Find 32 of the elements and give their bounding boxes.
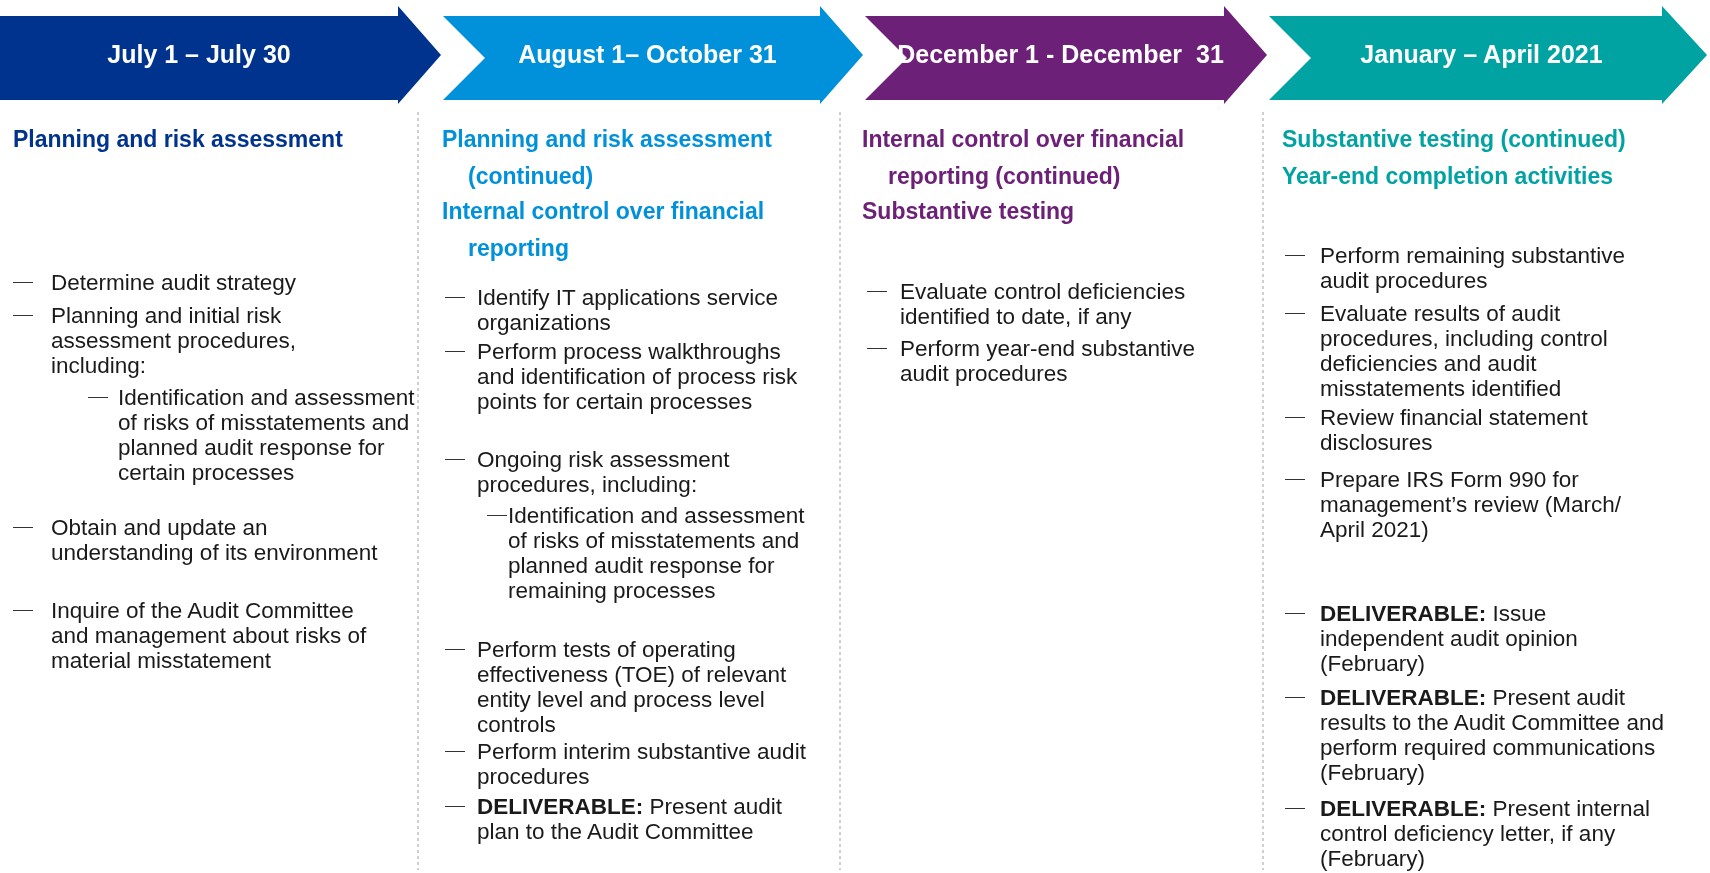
task-item: Prepare IRS Form 990 for management’s review (March/ April 2021) [1320, 467, 1622, 542]
task-item: Perform tests of operating effectiveness (TOE) of relevant entity level and process level controls [477, 637, 788, 737]
phase-label: January – April 2021 [1359, 39, 1604, 70]
section-heading: Internal control over financial reporting (continued) [862, 125, 1186, 191]
task-item: Identification and assessment of risks of misstatements and planned audit response for certain processes [118, 385, 416, 485]
task-item: Identification and assessment of risks of misstatements and planned audit response for remaining processes [508, 503, 806, 603]
task-item: DELIVERABLE: Present audit plan to the Audit Committee [477, 794, 784, 844]
task-item: Determine audit strategy [51, 270, 298, 295]
phase-label: August 1– October 31 [517, 39, 778, 70]
section-heading: Internal control over financial reporting [442, 197, 766, 263]
task-item: DELIVERABLE: Present audit results to the Audit Committee and perform required communications (February) [1320, 685, 1665, 785]
task-item: Review financial statement disclosures [1320, 405, 1589, 455]
task-item: Identify IT applications service organizations [477, 285, 779, 335]
section-heading: Substantive testing (continued) [1282, 125, 1627, 154]
task-item: Perform interim substantive audit procedures [477, 739, 807, 789]
task-item: Ongoing risk assessment procedures, including: [477, 447, 731, 497]
section-heading: Year-end completion activities [1282, 162, 1615, 191]
task-item: Obtain and update an understanding of its environment [51, 515, 379, 565]
phase-label: July 1 – July 30 [106, 39, 292, 70]
task-item: Perform year-end substantive audit procedures [900, 336, 1197, 386]
task-item: DELIVERABLE: Present internal control deficiency letter, if any (February) [1320, 796, 1652, 871]
section-heading: Planning and risk assessment (continued) [442, 125, 773, 191]
task-item: Inquire of the Audit Committee and management about risks of material misstatement [51, 598, 368, 673]
phase-label: December 1 - December 31 [897, 39, 1224, 70]
task-item: Perform remaining substantive audit procedures [1320, 243, 1627, 293]
section-heading: Substantive testing [862, 197, 1076, 226]
task-item: Planning and initial risk assessment procedures, including: [51, 303, 298, 378]
task-item: Evaluate control deficiencies identified to date, if any [900, 279, 1187, 329]
task-item: Evaluate results of audit procedures, including control deficiencies and audit misstatements identified [1320, 301, 1609, 401]
task-item: DELIVERABLE: Issue independent audit opinion (February) [1320, 601, 1579, 676]
section-heading: Planning and risk assessment [13, 125, 344, 154]
task-item: Perform process walkthroughs and identification of process risk points for certain processes [477, 339, 799, 414]
